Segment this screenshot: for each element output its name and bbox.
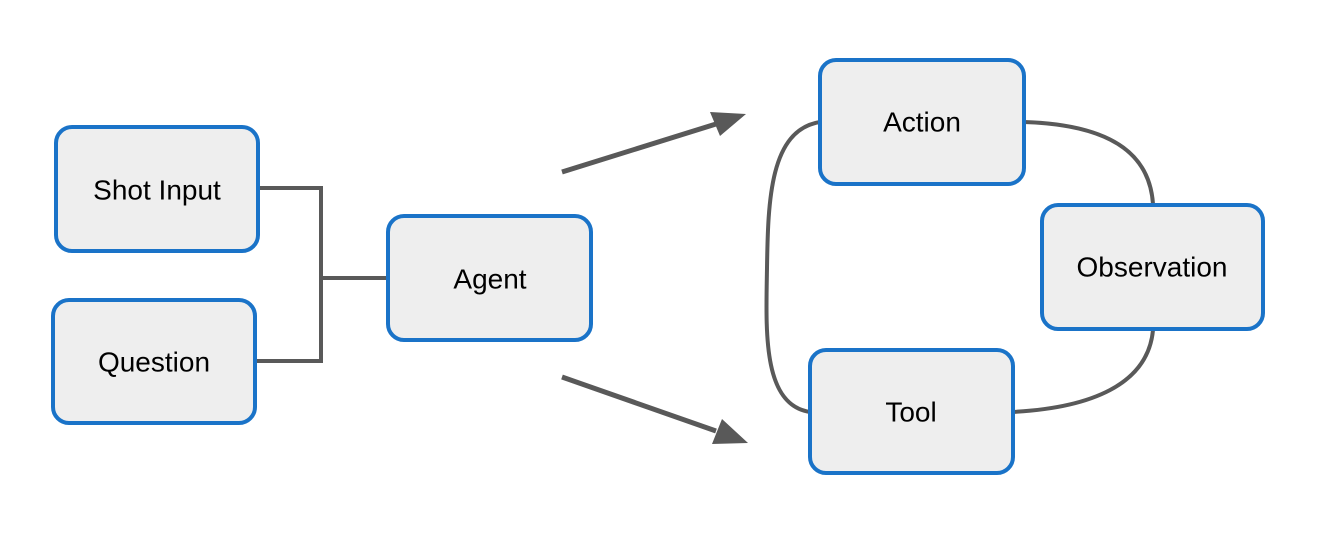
arrow-to-action-shaft — [561, 121, 717, 175]
shot-input-connector — [258, 186, 323, 278]
cycle-connectors — [764, 120, 1155, 414]
shot-input-node: Shot Input — [54, 125, 260, 253]
tool-node: Tool — [808, 348, 1015, 475]
observation-node: Observation — [1040, 203, 1265, 331]
observation-to-tool-curve — [1011, 329, 1155, 414]
question-label: Question — [98, 347, 210, 378]
question-node: Question — [51, 298, 257, 425]
arrow-to-tool — [561, 374, 748, 444]
agent-node: Agent — [386, 214, 593, 342]
question-connector — [255, 278, 323, 363]
arrow-to-action — [561, 112, 746, 175]
agent-label: Agent — [453, 264, 526, 295]
arrow-to-action-head — [710, 112, 746, 136]
arrow-to-tool-head — [712, 419, 748, 444]
action-label: Action — [883, 107, 961, 138]
action-to-observation-curve — [1023, 120, 1155, 205]
tool-label: Tool — [885, 397, 936, 428]
input-connectors — [255, 186, 388, 363]
observation-label: Observation — [1077, 252, 1228, 283]
tool-to-action-curve — [764, 120, 821, 414]
action-node: Action — [818, 58, 1026, 186]
shot-input-label: Shot Input — [93, 175, 221, 206]
arrow-to-tool-shaft — [561, 374, 717, 434]
